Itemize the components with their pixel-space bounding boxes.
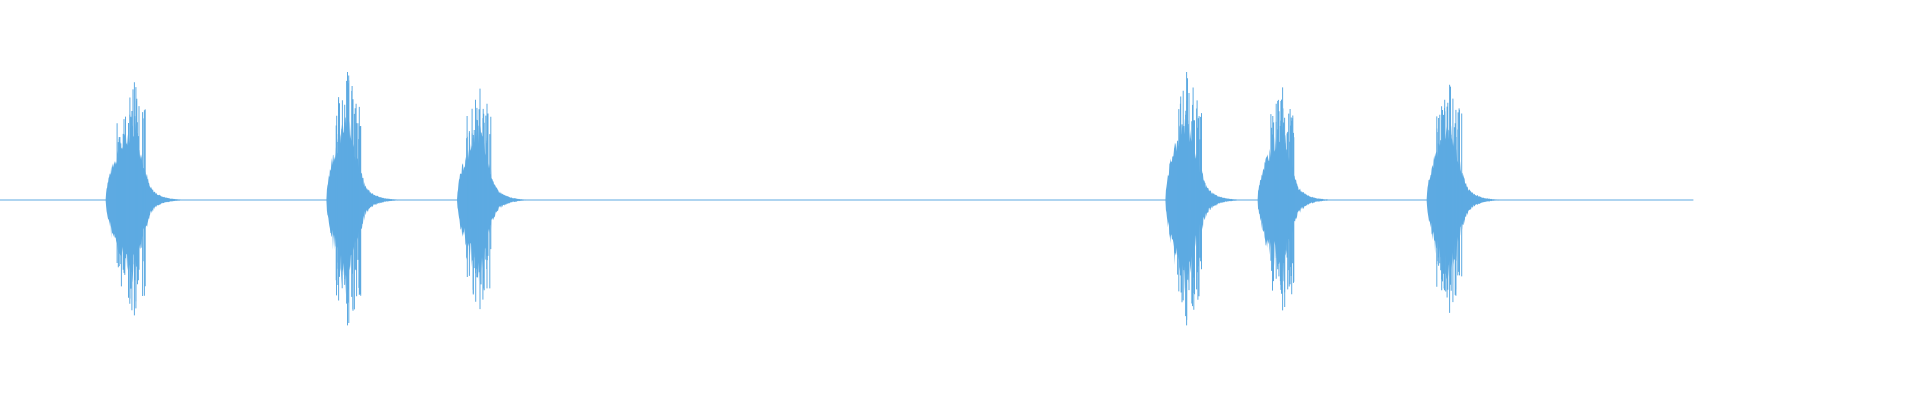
burst-3	[457, 88, 533, 310]
burst-2-envelope	[326, 115, 403, 295]
burst-6	[1426, 84, 1505, 313]
burst-4	[1165, 72, 1244, 326]
burst-5-envelope	[1257, 122, 1336, 283]
burst-2	[326, 72, 403, 326]
burst-3-envelope	[457, 123, 533, 282]
waveform-bursts	[105, 72, 1505, 326]
burst-4-envelope	[1165, 118, 1244, 293]
burst-1	[105, 82, 188, 316]
burst-1-envelope	[105, 123, 188, 283]
burst-5	[1257, 87, 1336, 311]
